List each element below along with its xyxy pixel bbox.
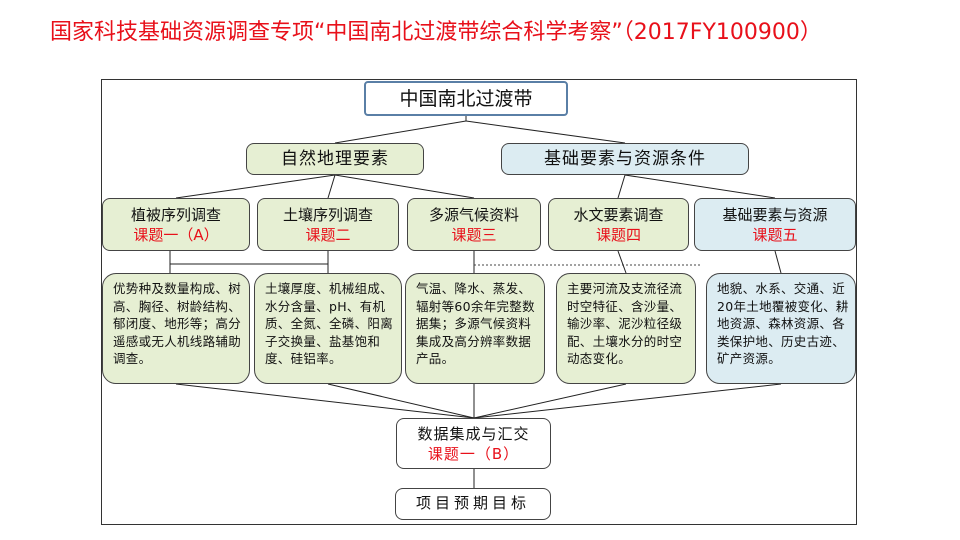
slide-title: 国家科技基础资源调查专项“中国南北过渡带综合科学考察”（2017FY100900…	[50, 20, 822, 45]
diagram-frame	[101, 79, 857, 525]
detail-vegetation: 优势种及数量构成、树高、胸径、树龄结构、郁闭度、地形等；高分遥感或无人机线路辅助…	[102, 273, 250, 384]
detail-soil: 土壤厚度、机械组成、水分含量、pH、有机质、全氮、全磷、阳离子交换量、盐基饱和度…	[254, 273, 402, 384]
detail-hydrology: 主要河流及支流径流时空特征、含沙量、输沙率、泥沙粒径级配、土壤水分的时空动态变化…	[556, 273, 696, 384]
topic-name: 水文要素调查	[573, 206, 664, 224]
integration-name: 数据集成与汇交	[417, 425, 530, 443]
topic-code: 课题五	[752, 226, 798, 244]
topic-name: 植被序列调查	[130, 206, 221, 224]
topic-soil: 土壤序列调查 课题二	[257, 198, 399, 251]
topic-name: 多源气候资料	[428, 206, 519, 224]
detail-climate: 气温、降水、蒸发、辐射等60余年完整数据集；多源气候资料集成及高分辨率数据产品。	[405, 273, 545, 384]
topic-name: 基础要素与资源	[722, 206, 828, 224]
topic-hydrology: 水文要素调查 课题四	[548, 198, 689, 251]
topic-code: 课题四	[595, 226, 641, 244]
topic-code: 课题三	[451, 226, 497, 244]
detail-basic-resources: 地貌、水系、交通、近20年土地覆被变化、耕地资源、森林资源、各类保护地、历史古迹…	[706, 273, 856, 384]
topic-climate: 多源气候资料 课题三	[407, 198, 541, 251]
integration-code: 课题一（B）	[427, 445, 520, 463]
category-basic-resources: 基础要素与资源条件	[501, 143, 749, 175]
topic-code: 课题一（A）	[133, 226, 219, 244]
topic-name: 土壤序列调查	[282, 206, 373, 224]
integration-node: 数据集成与汇交 课题一（B）	[396, 418, 551, 469]
topic-code: 课题二	[305, 226, 351, 244]
topic-vegetation: 植被序列调查 课题一（A）	[102, 198, 250, 251]
outcome-node: 项目预期目标	[395, 488, 551, 520]
topic-basic-resources: 基础要素与资源 课题五	[694, 198, 856, 251]
category-natural-geography: 自然地理要素	[246, 143, 424, 175]
root-node: 中国南北过渡带	[364, 81, 568, 116]
